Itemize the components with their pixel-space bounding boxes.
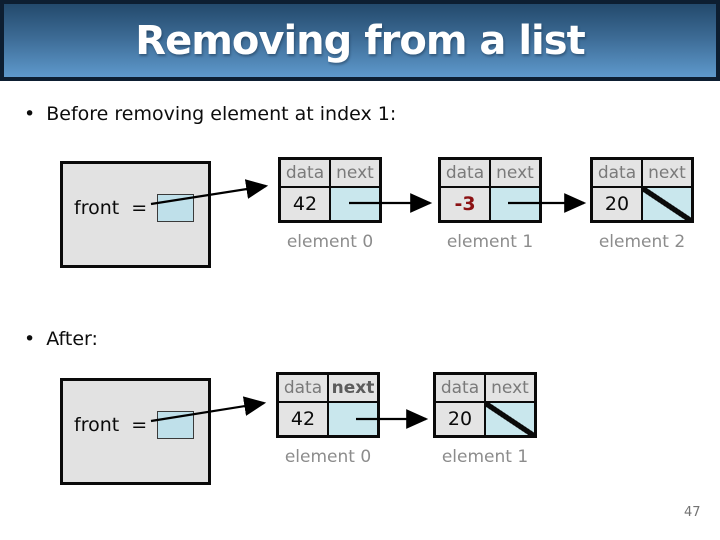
node-header-data: data <box>441 160 489 186</box>
equals-sign: = <box>131 414 148 436</box>
bullet-dot-icon: • <box>24 328 36 350</box>
node-header-next: next <box>486 375 534 401</box>
title-banner: Removing from a list <box>0 0 720 81</box>
node-before-element-0: data next 42 element 0 <box>278 157 382 252</box>
node-after-element-1: data next 20 element 1 <box>433 372 537 467</box>
front-row: front = <box>74 411 195 439</box>
front-label: front <box>74 414 120 436</box>
node-header-data: data <box>279 375 327 401</box>
node-next-pointer <box>331 188 379 220</box>
node-label: element 0 <box>286 232 374 252</box>
slide-title: Removing from a list <box>135 17 585 64</box>
node-data-value: 42 <box>281 188 329 220</box>
front-label: front <box>74 197 120 219</box>
node-label: element 2 <box>598 232 686 252</box>
node-data-value: 42 <box>279 403 327 435</box>
node-header-next: next <box>643 160 691 186</box>
node-before-element-1: data next -3 element 1 <box>438 157 542 252</box>
node-data-value: 20 <box>593 188 641 220</box>
node-data-value: 20 <box>436 403 484 435</box>
node-after-element-0: data next 42 element 0 <box>276 372 380 467</box>
node-header-data: data <box>593 160 641 186</box>
front-pointer-box <box>157 194 195 222</box>
bullet-after: • After: <box>24 328 98 350</box>
node-next-pointer <box>329 403 377 435</box>
front-box-before: front = <box>60 161 211 268</box>
front-pointer-box <box>157 411 195 439</box>
node-next-pointer <box>491 188 539 220</box>
node-header-data: data <box>281 160 329 186</box>
bullet-dot-icon: • <box>24 103 36 125</box>
node-next-null-slash-icon <box>486 403 534 435</box>
node-label: element 1 <box>441 447 529 467</box>
bullet-before-text: Before removing element at index 1: <box>46 103 397 125</box>
node-label: element 1 <box>446 232 534 252</box>
bullet-after-text: After: <box>46 328 98 350</box>
node-data-value: -3 <box>441 188 489 220</box>
front-box-after: front = <box>60 378 211 485</box>
node-header-next: next <box>491 160 539 186</box>
node-label: element 0 <box>284 447 372 467</box>
node-header-next: next <box>331 160 379 186</box>
equals-sign: = <box>131 197 148 219</box>
node-header-data: data <box>436 375 484 401</box>
node-header-next: next <box>329 375 377 401</box>
front-row: front = <box>74 194 195 222</box>
node-next-null-slash-icon <box>643 188 691 220</box>
page-number: 47 <box>684 505 701 520</box>
node-before-element-2: data next 20 element 2 <box>590 157 694 252</box>
bullet-before: • Before removing element at index 1: <box>24 103 396 125</box>
